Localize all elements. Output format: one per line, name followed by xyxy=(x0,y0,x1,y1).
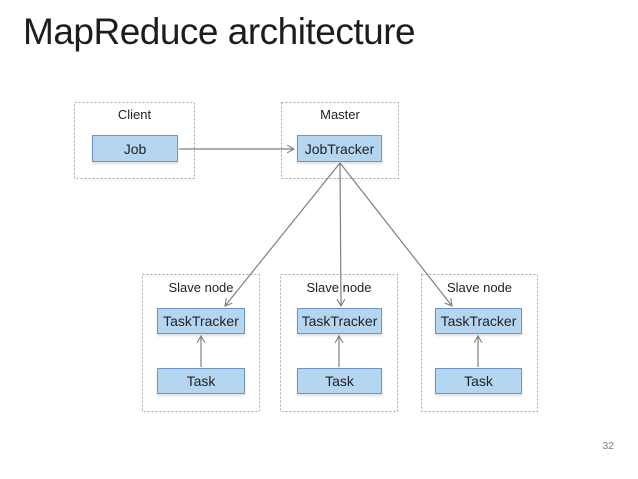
page-number: 32 xyxy=(602,440,614,452)
slave-node-2-outline xyxy=(280,274,398,412)
slave-node-1-outline xyxy=(142,274,260,412)
edge-jobtracker-to-tasktracker-2 xyxy=(340,162,341,306)
tasktracker-node-2: TaskTracker xyxy=(297,308,382,334)
edge-jobtracker-to-tasktracker-1 xyxy=(225,162,341,306)
client-group-outline xyxy=(74,102,195,179)
tasktracker-node-1: TaskTracker xyxy=(157,308,245,334)
job-node: Job xyxy=(92,135,178,162)
task-node-3: Task xyxy=(435,368,522,394)
task-node-2: Task xyxy=(297,368,382,394)
tasktracker-node-3: TaskTracker xyxy=(435,308,522,334)
jobtracker-node: JobTracker xyxy=(297,135,382,162)
task-node-1: Task xyxy=(157,368,245,394)
slave-node-3-outline xyxy=(421,274,538,412)
edge-jobtracker-to-tasktracker-3 xyxy=(339,162,452,306)
master-group-outline xyxy=(281,102,399,179)
slide-title: MapReduce architecture xyxy=(23,11,416,52)
